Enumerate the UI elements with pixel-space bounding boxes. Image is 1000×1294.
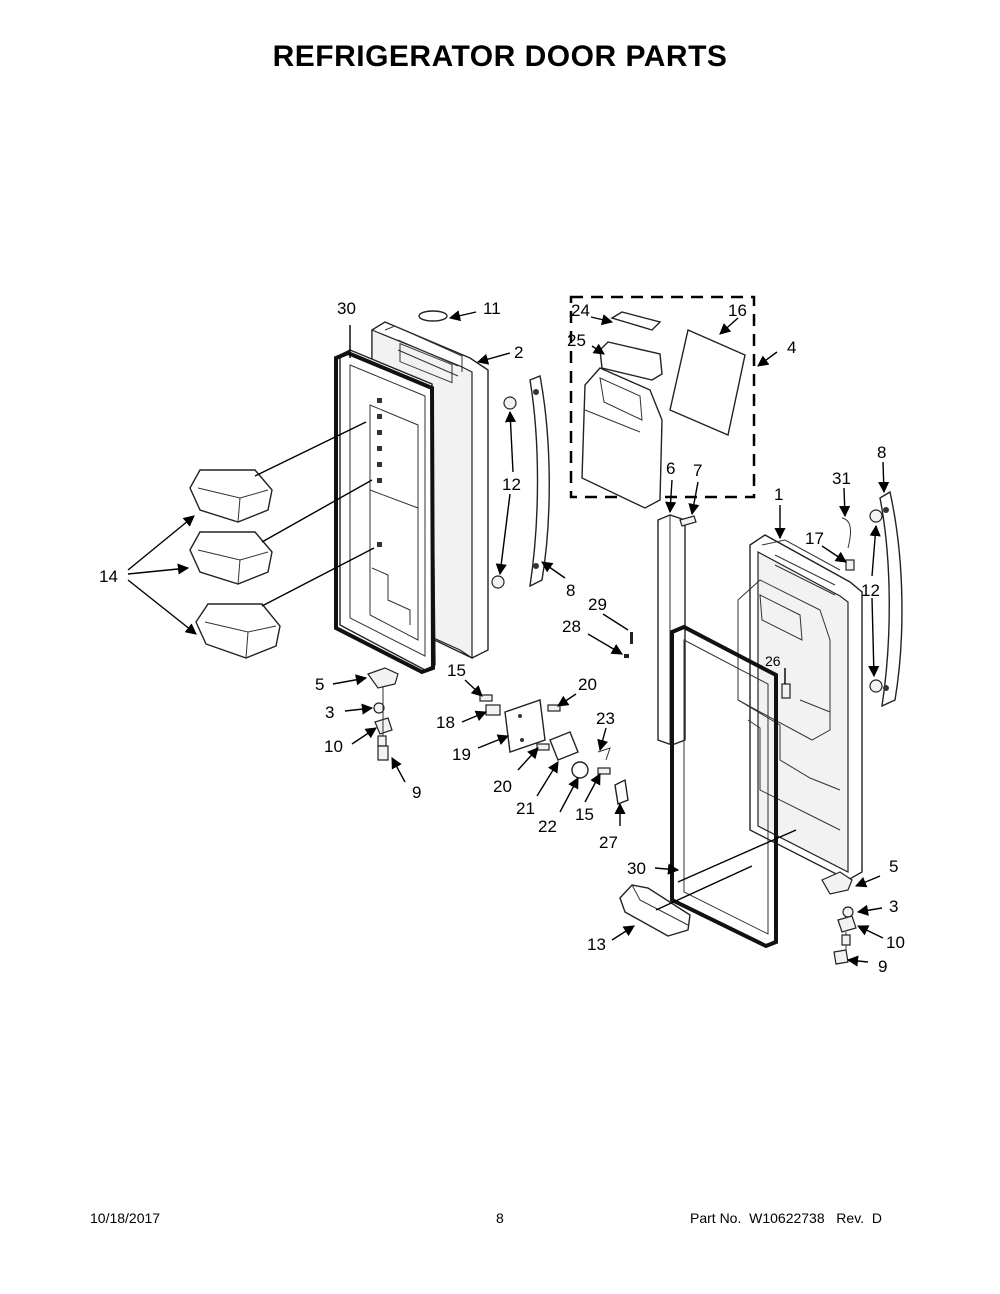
right-hinge-assembly <box>821 871 857 965</box>
label-13: 13 <box>587 935 606 954</box>
label-10-left: 10 <box>324 737 343 756</box>
label-3-right: 3 <box>889 897 898 916</box>
screw-20a <box>547 704 561 712</box>
page-title: REFRIGERATOR DOOR PARTS <box>272 40 728 73</box>
left-door-gasket <box>334 350 436 675</box>
label-30-left: 30 <box>337 299 356 318</box>
door-bin-bottom <box>195 603 281 659</box>
label-12-right: 12 <box>861 581 880 600</box>
door-bin-13 <box>619 884 691 937</box>
right-door-handle <box>879 490 903 708</box>
dispenser-insert-26 <box>781 683 791 699</box>
label-12-left: 12 <box>502 475 521 494</box>
label-20-lower: 20 <box>493 777 512 796</box>
right-handle-stud-upper <box>869 509 883 523</box>
label-1: 1 <box>774 485 783 504</box>
screw-15b <box>597 767 611 775</box>
label-10-right: 10 <box>886 933 905 952</box>
label-14: 14 <box>99 567 118 586</box>
clip-18 <box>485 704 501 716</box>
label-11: 11 <box>483 299 501 318</box>
tube-fitting-17 <box>845 559 855 571</box>
label-5-right: 5 <box>889 857 898 876</box>
label-25: 25 <box>567 331 586 350</box>
label-27: 27 <box>599 833 618 852</box>
label-6: 6 <box>666 459 675 478</box>
screw-20b <box>536 743 550 751</box>
label-20-upper: 20 <box>578 675 597 694</box>
ice-bin-housing <box>581 367 663 509</box>
shelf-clip-holes <box>377 398 382 547</box>
label-29: 29 <box>588 595 607 614</box>
switch-21 <box>549 731 579 761</box>
label-8-right: 8 <box>877 443 886 462</box>
right-door-outer-panel <box>737 534 863 881</box>
label-23: 23 <box>596 709 615 728</box>
label-21: 21 <box>516 799 535 818</box>
label-8-left: 8 <box>566 581 575 600</box>
left-door-cap-11 <box>418 310 448 322</box>
label-2: 2 <box>514 343 523 362</box>
label-17: 17 <box>805 529 824 548</box>
label-7: 7 <box>693 461 702 480</box>
footer-page-number: 8 <box>496 1210 504 1226</box>
label-4: 4 <box>787 338 796 357</box>
small-fastener-28-29 <box>624 632 633 658</box>
label-24: 24 <box>571 301 590 320</box>
handle-mount-stud-upper <box>503 396 517 410</box>
water-tube-31 <box>841 517 851 549</box>
door-bin-middle <box>189 531 273 585</box>
label-28: 28 <box>562 617 581 636</box>
footer-date: 10/18/2017 <box>90 1210 161 1226</box>
leader-lines <box>127 310 890 967</box>
label-9-left: 9 <box>412 783 421 802</box>
label-19: 19 <box>452 745 471 764</box>
footer-part-number: Part No. W10622738 Rev. D <box>690 1210 882 1226</box>
door-bin-top <box>189 469 273 523</box>
cover-27 <box>614 778 629 805</box>
label-15-upper: 15 <box>447 661 466 680</box>
knob-22 <box>571 761 589 779</box>
label-3-left: 3 <box>325 703 334 722</box>
callout-labels: 30 11 2 12 14 8 5 3 10 9 24 16 25 4 6 7 … <box>99 299 905 976</box>
label-15-lower: 15 <box>575 805 594 824</box>
left-door-handle <box>529 375 550 588</box>
label-30-right: 30 <box>627 859 646 878</box>
label-9-right: 9 <box>878 957 887 976</box>
right-handle-stud-lower <box>869 679 883 693</box>
label-5-left: 5 <box>315 675 324 694</box>
mullion-screw-7 <box>679 515 697 527</box>
left-hinge-assembly <box>367 667 399 761</box>
label-18: 18 <box>436 713 455 732</box>
right-door-gasket <box>670 624 778 949</box>
label-31: 31 <box>832 469 851 488</box>
label-22: 22 <box>538 817 557 836</box>
handle-mount-stud-lower <box>491 575 505 589</box>
insulation-16 <box>669 329 746 436</box>
seal-24 <box>610 311 662 331</box>
gasket-25 <box>599 341 663 381</box>
ice-module-kit-box <box>569 295 756 499</box>
left-door-inner-liner <box>339 349 436 671</box>
label-26: 26 <box>765 653 781 669</box>
screw-15a <box>479 694 493 702</box>
label-16: 16 <box>728 301 747 320</box>
